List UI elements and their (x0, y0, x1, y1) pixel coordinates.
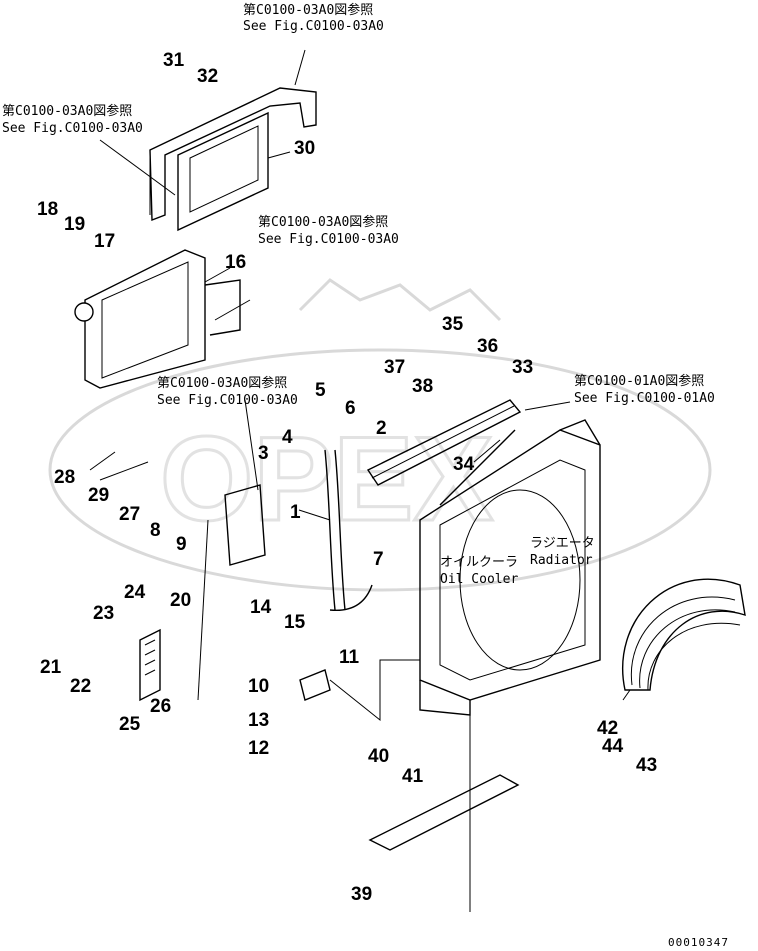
part-numbers: 31 32 30 18 19 17 16 35 36 37 33 38 5 6 … (37, 50, 657, 905)
part-number-34: 34 (453, 454, 475, 475)
part-number-2: 2 (376, 418, 387, 439)
part-number-6: 6 (345, 398, 356, 419)
part-number-9: 9 (176, 534, 187, 555)
ref-left-jp: 第C0100-03A0図参照 (2, 103, 132, 119)
part-number-31: 31 (163, 50, 185, 71)
part-42-fan-guard (622, 578, 746, 691)
part-10-fitting (299, 659, 420, 722)
part-number-21: 21 (40, 657, 62, 678)
part-number-19: 19 (64, 214, 85, 235)
part-number-37: 37 (384, 357, 405, 378)
ref-callout-left: 第C0100-03A0図参照 See Fig.C0100-03A0 (2, 103, 143, 136)
ref-callout-right: 第C0100-01A0図参照 See Fig.C0100-01A0 (574, 373, 715, 406)
part-number-14: 14 (250, 597, 272, 618)
ref-top-en: See Fig.C0100-03A0 (243, 19, 384, 34)
part-number-8: 8 (150, 520, 161, 541)
part-16-cooler (74, 249, 241, 389)
ref-callout-lower: 第C0100-03A0図参照 See Fig.C0100-03A0 (157, 375, 298, 408)
label-radiator-jp: ラジエータ (530, 536, 595, 551)
part-number-16: 16 (225, 252, 246, 273)
part-number-42: 42 (597, 718, 618, 739)
label-radiator-en: Radiator (530, 553, 593, 568)
part-number-27: 27 (119, 504, 140, 525)
part-number-4: 4 (282, 427, 293, 448)
ref-left-en: See Fig.C0100-03A0 (2, 121, 143, 136)
part-number-24: 24 (124, 582, 146, 603)
part-number-30: 30 (294, 138, 315, 159)
part-number-32: 32 (197, 66, 218, 87)
part-number-28: 28 (54, 467, 75, 488)
ref-callout-mid: 第C0100-03A0図参照 See Fig.C0100-03A0 (258, 214, 399, 247)
part-number-3: 3 (258, 443, 269, 464)
part-number-13: 13 (248, 710, 269, 731)
part-number-26: 26 (150, 696, 171, 717)
leader-lines (89, 49, 631, 701)
radiator-assembly (419, 419, 601, 912)
part-number-10: 10 (248, 676, 269, 697)
part-34-stay (439, 429, 516, 506)
part-number-35: 35 (442, 314, 464, 335)
ref-lower-jp: 第C0100-03A0図参照 (157, 375, 287, 391)
part-33-bracket (366, 399, 522, 486)
part-number-39: 39 (351, 884, 372, 905)
part-number-12: 12 (248, 738, 269, 759)
part-number-11: 11 (339, 647, 360, 668)
part-number-44: 44 (602, 736, 624, 757)
ref-lower-en: See Fig.C0100-03A0 (157, 393, 298, 408)
part-number-41: 41 (402, 766, 424, 787)
part-30-aftercooler (149, 87, 317, 232)
part-number-17: 17 (94, 231, 115, 252)
ref-mid-jp: 第C0100-03A0図参照 (258, 214, 388, 230)
part-number-7: 7 (373, 549, 384, 570)
ref-callout-top: 第C0100-03A0図参照 See Fig.C0100-03A0 (243, 2, 384, 34)
label-oilcooler-en: Oil Cooler (440, 572, 518, 587)
ref-top-jp: 第C0100-03A0図参照 (243, 2, 373, 18)
part-number-36: 36 (477, 336, 498, 357)
part-number-22: 22 (70, 676, 91, 697)
ref-right-en: See Fig.C0100-01A0 (574, 391, 715, 406)
part-3-bracket (224, 484, 266, 566)
part-number-40: 40 (368, 746, 389, 767)
part-number-15: 15 (284, 612, 306, 633)
part-number-43: 43 (636, 755, 657, 776)
ref-right-jp: 第C0100-01A0図参照 (574, 373, 704, 389)
part-number-38: 38 (412, 376, 433, 397)
drawing-code: 00010347 (668, 936, 729, 949)
part-number-1: 1 (290, 502, 301, 523)
part-number-33: 33 (512, 357, 533, 378)
part-39-bracket (368, 774, 520, 851)
part-1-tube (324, 449, 373, 612)
part-number-18: 18 (37, 199, 58, 220)
part-20-oil-cooler (139, 628, 161, 702)
label-oilcooler-jp: オイルクーラ (440, 555, 518, 570)
ref-mid-en: See Fig.C0100-03A0 (258, 232, 399, 247)
part-number-20: 20 (170, 590, 191, 611)
part-number-5: 5 (315, 380, 326, 401)
part-number-23: 23 (93, 603, 114, 624)
part-number-29: 29 (88, 485, 109, 506)
part-number-25: 25 (119, 714, 141, 735)
